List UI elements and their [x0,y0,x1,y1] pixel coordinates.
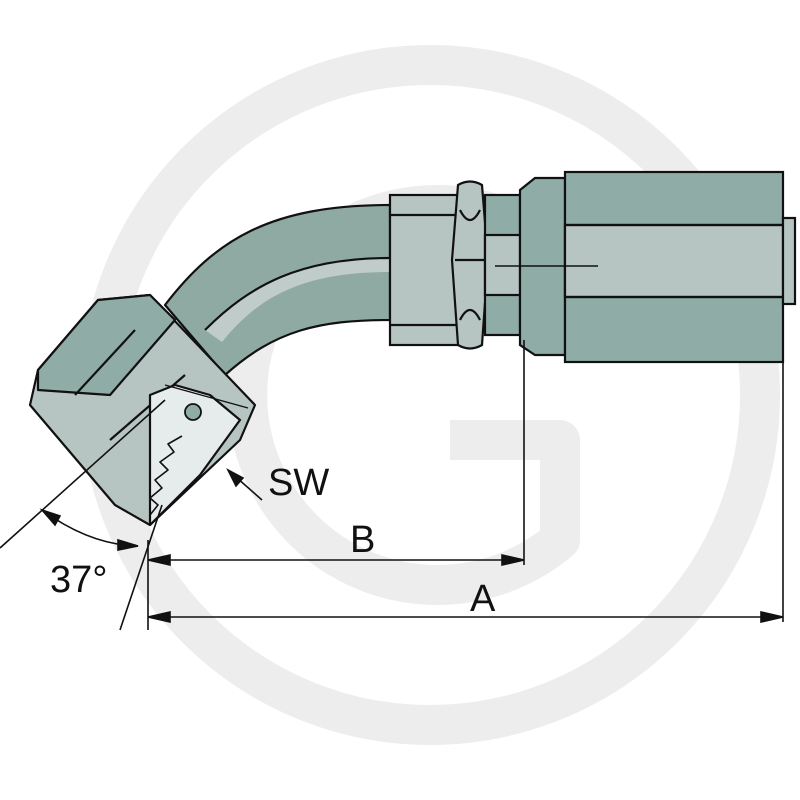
b-label: B [350,519,375,561]
angle-label: 37° [50,559,107,601]
hose-stem [483,176,567,357]
swivel-nut-angled [28,293,257,527]
a-label: A [470,578,496,620]
sw-label: SW [268,462,329,504]
dimension-lines [0,340,784,631]
ferrule-socket [495,170,797,364]
hex-nut-straight [388,193,462,347]
bent-tube [163,203,392,377]
collar-ring [450,180,490,350]
